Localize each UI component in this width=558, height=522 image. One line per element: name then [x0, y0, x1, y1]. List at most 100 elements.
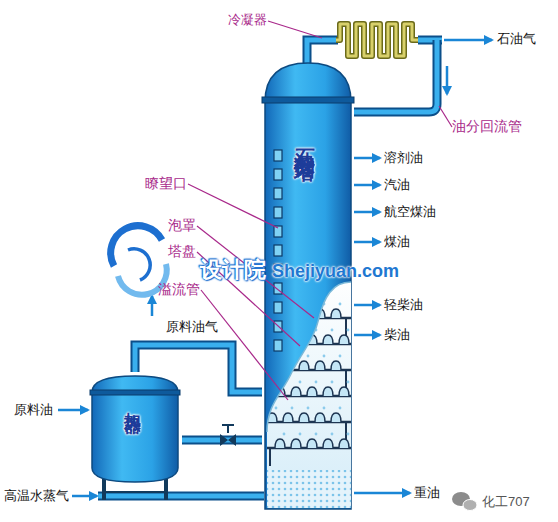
froth-dot	[339, 355, 342, 358]
flow-arrow	[446, 66, 449, 94]
leader-line	[197, 226, 314, 318]
cutaway-interior	[260, 276, 356, 512]
bubble-cap	[283, 361, 293, 370]
product-label: 煤油	[384, 235, 410, 248]
bubble-cap	[283, 309, 293, 318]
bubble-cap	[307, 387, 317, 396]
logo-arc	[111, 226, 162, 266]
flow-arrow	[72, 495, 97, 498]
tower-dome	[265, 63, 351, 102]
bubble-cap	[299, 413, 309, 422]
reflux-pipe	[354, 40, 437, 112]
froth-dot	[307, 355, 310, 358]
wechat-icon	[452, 492, 477, 511]
leader-line	[201, 290, 288, 400]
node-title: 加热器	[124, 398, 141, 407]
overflow-pipe	[269, 448, 271, 466]
froth-dot	[283, 381, 286, 384]
froth-dot	[347, 329, 350, 332]
condenser-coil	[336, 24, 420, 56]
callout-label: 溢流管	[158, 282, 200, 296]
froth-dot	[307, 407, 310, 410]
observation-port	[274, 340, 282, 351]
callout-label: 塔盘	[168, 244, 196, 258]
pipe-outline	[307, 40, 338, 66]
flow-arrow	[151, 296, 154, 316]
heater-brace	[104, 491, 166, 493]
watermark-text: 化工707	[482, 495, 530, 508]
bubble-cap	[323, 439, 333, 448]
steam-pipe	[98, 494, 264, 499]
overflow-pipe	[345, 318, 347, 336]
heater-leg	[164, 476, 168, 500]
froth-dot	[331, 329, 334, 332]
cutaway-edge	[267, 282, 351, 432]
pipe-outline	[135, 345, 262, 392]
bubble-cap	[339, 335, 349, 344]
leader-line	[439, 106, 452, 127]
tower-cutaway	[260, 276, 356, 512]
valve-symbol	[220, 434, 236, 446]
heater-vessel: 加热器	[88, 372, 182, 502]
watermark-text: Shejiyuan.com	[272, 262, 399, 280]
bubble-cap	[283, 413, 293, 422]
bubble-cap	[307, 439, 317, 448]
feed-pipe	[135, 345, 262, 392]
bubble-cap	[299, 361, 309, 370]
pipe-label: 原料油气	[166, 320, 218, 333]
froth-dot	[323, 407, 326, 410]
froth-dot	[347, 381, 350, 384]
bubble-cap	[323, 335, 333, 344]
overflow-pipe	[345, 422, 347, 440]
watermark-text: 设计院	[200, 259, 266, 281]
tray-group	[260, 303, 352, 466]
overflow-pipe	[269, 344, 271, 362]
product-label: 航空煤油	[384, 205, 436, 218]
watermark-logo	[111, 226, 167, 295]
callout-label: 冷凝器	[228, 13, 267, 26]
froth-dot	[299, 433, 302, 436]
froth-dot	[315, 381, 318, 384]
observation-port	[274, 207, 282, 218]
froth-dot	[291, 355, 294, 358]
pipe-outline	[354, 40, 437, 112]
froth-dot	[339, 303, 342, 306]
condenser-coil-outline	[336, 24, 420, 56]
pipe-outline	[98, 492, 264, 501]
bubble-cap	[323, 387, 333, 396]
froth-dot	[331, 433, 334, 436]
froth-dot	[347, 433, 350, 436]
flow-arrow	[58, 409, 88, 412]
bubble-cap	[331, 361, 341, 370]
observation-port	[274, 245, 282, 256]
heater-leg	[102, 476, 106, 500]
froth-dot	[315, 433, 318, 436]
node-title: 石油分馏塔	[295, 132, 316, 147]
froth-dot	[275, 407, 278, 410]
product-arrow	[354, 241, 380, 244]
froth-dot	[339, 407, 342, 410]
callout-label: 瞭望口	[145, 176, 187, 190]
flow-arrow	[444, 39, 492, 42]
valve-stem	[222, 425, 234, 433]
logo-arc	[128, 249, 150, 280]
bubble-cap	[339, 439, 349, 448]
observation-port	[274, 264, 282, 275]
icon-bubble	[463, 500, 477, 511]
product-label: 轻柴油	[384, 298, 423, 311]
product-label: 汽油	[384, 178, 410, 191]
observation-port	[274, 169, 282, 180]
heater-flange	[90, 390, 180, 395]
bubble-cap	[291, 387, 301, 396]
product-label: 重油	[414, 486, 440, 499]
bubble-cap	[331, 413, 341, 422]
product-arrow	[354, 492, 410, 495]
product-arrow	[354, 304, 380, 307]
bubble-cap	[315, 413, 325, 422]
froth-dot	[323, 355, 326, 358]
tower-flange	[262, 97, 354, 103]
stream-label: 高温水蒸气	[4, 489, 69, 502]
overflow-pipe	[345, 370, 347, 388]
froth-dot	[307, 303, 310, 306]
